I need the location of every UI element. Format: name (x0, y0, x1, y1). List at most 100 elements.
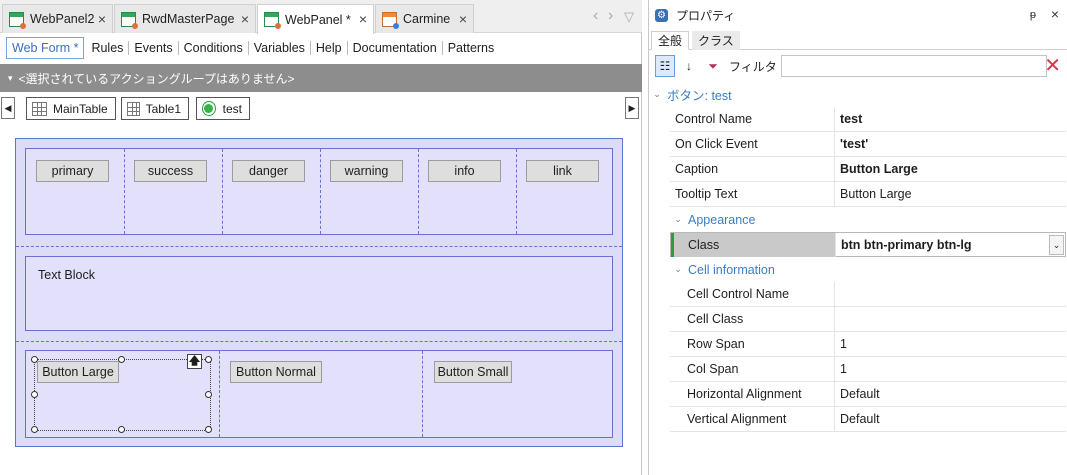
category-label: Cell information (688, 262, 775, 277)
prop-value[interactable]: 1 (840, 362, 847, 376)
prop-name: On Click Event (670, 132, 835, 156)
chevron-down-icon: ⌄ (674, 264, 682, 274)
resize-handle[interactable] (118, 426, 125, 433)
tab-web-form[interactable]: Web Form * (6, 37, 85, 59)
breadcrumb-scroll-left[interactable]: ◀ (1, 97, 15, 119)
prop-value[interactable]: test (840, 112, 863, 126)
tab-rwdmasterpage[interactable]: RwdMasterPage × (114, 4, 256, 33)
category-button[interactable]: ⌄ ボタン: test (649, 84, 732, 105)
tab-webpanel2[interactable]: WebPanel2 × (2, 4, 113, 33)
prop-name: Caption (670, 157, 835, 181)
cell-separator (516, 149, 517, 234)
info-button[interactable]: info (428, 160, 501, 182)
button-normal[interactable]: Button Normal (230, 361, 322, 383)
button-row[interactable]: primary success danger warning info link (25, 148, 613, 235)
tab-help[interactable]: Help (309, 41, 347, 55)
prop-name: Cell Class (670, 307, 835, 331)
success-button[interactable]: success (134, 160, 207, 182)
button-large[interactable]: Button Large (37, 361, 119, 383)
prop-caption[interactable]: Caption Button Large (670, 157, 1066, 182)
clear-filter-icon[interactable]: ✕ (1044, 55, 1061, 77)
prop-col-span[interactable]: Col Span 1 (670, 357, 1066, 382)
filter-icon[interactable]: ⏷ (708, 58, 718, 73)
resize-handle[interactable] (31, 426, 38, 433)
tab-webpanel[interactable]: WebPanel * × (257, 4, 374, 34)
breadcrumb-table1[interactable]: Table1 (121, 97, 189, 120)
tab-label: RwdMasterPage (142, 12, 235, 26)
text-block[interactable]: Text Block (38, 268, 95, 282)
category-appearance[interactable]: ⌄ Appearance (670, 209, 755, 230)
prop-value[interactable]: Button Large (840, 162, 918, 176)
prop-value[interactable]: Button Large (840, 187, 912, 201)
resize-handle[interactable] (205, 426, 212, 433)
prop-control-name[interactable]: Control Name test (670, 107, 1066, 132)
chevron-right-icon[interactable]: › (608, 7, 614, 24)
tab-general[interactable]: 全般 (651, 31, 690, 50)
categorized-icon[interactable]: ☷ (655, 55, 675, 77)
prop-name: Cell Control Name (670, 282, 835, 306)
close-icon[interactable]: × (358, 11, 367, 27)
tab-rules[interactable]: Rules (91, 41, 124, 55)
prop-cell-control-name[interactable]: Cell Control Name (670, 282, 1066, 307)
action-group-bar[interactable]: ▾ <選択されているアクショングループはありません> (0, 64, 642, 92)
danger-button[interactable]: danger (232, 160, 305, 182)
button-small[interactable]: Button Small (434, 361, 512, 383)
main-table-canvas[interactable]: primary success danger warning info link… (15, 138, 623, 447)
warning-button[interactable]: warning (330, 160, 403, 182)
filter-input[interactable] (780, 55, 1047, 77)
category-cell-information[interactable]: ⌄ Cell information (670, 259, 775, 280)
resize-handle[interactable] (205, 356, 212, 363)
prop-value[interactable]: btn btn-primary btn-lg (841, 238, 972, 252)
row-separator (16, 341, 622, 342)
prop-value[interactable] (840, 307, 1066, 331)
tab-carmine[interactable]: Carmine × (375, 4, 474, 33)
tab-class[interactable]: クラス (692, 31, 740, 50)
close-icon[interactable]: × (97, 11, 106, 27)
button-size-row[interactable]: 🡅 Button Large Button Normal Button Smal… (25, 350, 613, 438)
category-label: ボタン: test (667, 89, 732, 103)
prop-on-click-event[interactable]: On Click Event 'test' (670, 132, 1066, 157)
select-parent-icon[interactable]: 🡅 (187, 354, 202, 369)
chevron-down-icon: ▾ (8, 72, 13, 83)
link-button[interactable]: link (526, 160, 599, 182)
resize-handle[interactable] (31, 356, 38, 363)
prop-name: Horizontal Alignment (670, 382, 835, 406)
breadcrumb-scroll-right[interactable]: ▶ (625, 97, 639, 119)
close-icon[interactable]: × (1050, 6, 1059, 22)
sort-alpha-icon[interactable]: ↓ (686, 59, 692, 73)
tab-events[interactable]: Events (128, 41, 177, 55)
tab-label: WebPanel2 (30, 12, 95, 26)
tab-menu-icon[interactable]: ▽ (624, 9, 634, 24)
tab-patterns[interactable]: Patterns (441, 41, 500, 55)
close-icon[interactable]: × (240, 11, 249, 27)
prop-tooltip-text[interactable]: Tooltip Text Button Large (670, 182, 1066, 207)
prop-row-span[interactable]: Row Span 1 (670, 332, 1066, 357)
prop-value[interactable]: 1 (840, 337, 847, 351)
resize-handle[interactable] (118, 356, 125, 363)
prop-value[interactable]: 'test' (840, 137, 869, 151)
pin-icon[interactable]: ᵽ (1029, 9, 1036, 21)
breadcrumb-label: Table1 (145, 101, 181, 116)
prop-horizontal-alignment[interactable]: Horizontal Alignment Default (670, 382, 1066, 407)
tab-conditions[interactable]: Conditions (177, 41, 248, 55)
cell-separator (219, 351, 220, 437)
tab-documentation[interactable]: Documentation (346, 41, 442, 55)
prop-value[interactable]: Default (840, 412, 880, 426)
prop-value[interactable] (840, 282, 1066, 306)
prop-vertical-alignment[interactable]: Vertical Alignment Default (670, 407, 1066, 432)
breadcrumb-test[interactable]: test (196, 97, 250, 120)
primary-button[interactable]: primary (36, 160, 109, 182)
chevron-left-icon[interactable]: ‹ (593, 7, 599, 24)
resize-handle[interactable] (31, 391, 38, 398)
close-icon[interactable]: × (458, 11, 467, 27)
tab-variables[interactable]: Variables (247, 41, 310, 55)
prop-value[interactable]: Default (840, 387, 880, 401)
text-block-row[interactable]: Text Block (25, 256, 613, 331)
resize-handle[interactable] (205, 391, 212, 398)
prop-class[interactable]: Class btn btn-primary btn-lg ⌄ (670, 232, 1066, 257)
chevron-down-icon[interactable]: ⌄ (1049, 235, 1064, 255)
properties-panel: ⚙ プロパティ ᵽ × 全般 クラス ☷ ↓ ⏷ フィルタ ✕ ⌄ ボタン: t… (648, 0, 1067, 475)
prop-cell-class[interactable]: Cell Class (670, 307, 1066, 332)
prop-name: Control Name (670, 107, 835, 131)
breadcrumb-maintable[interactable]: MainTable (26, 97, 116, 120)
